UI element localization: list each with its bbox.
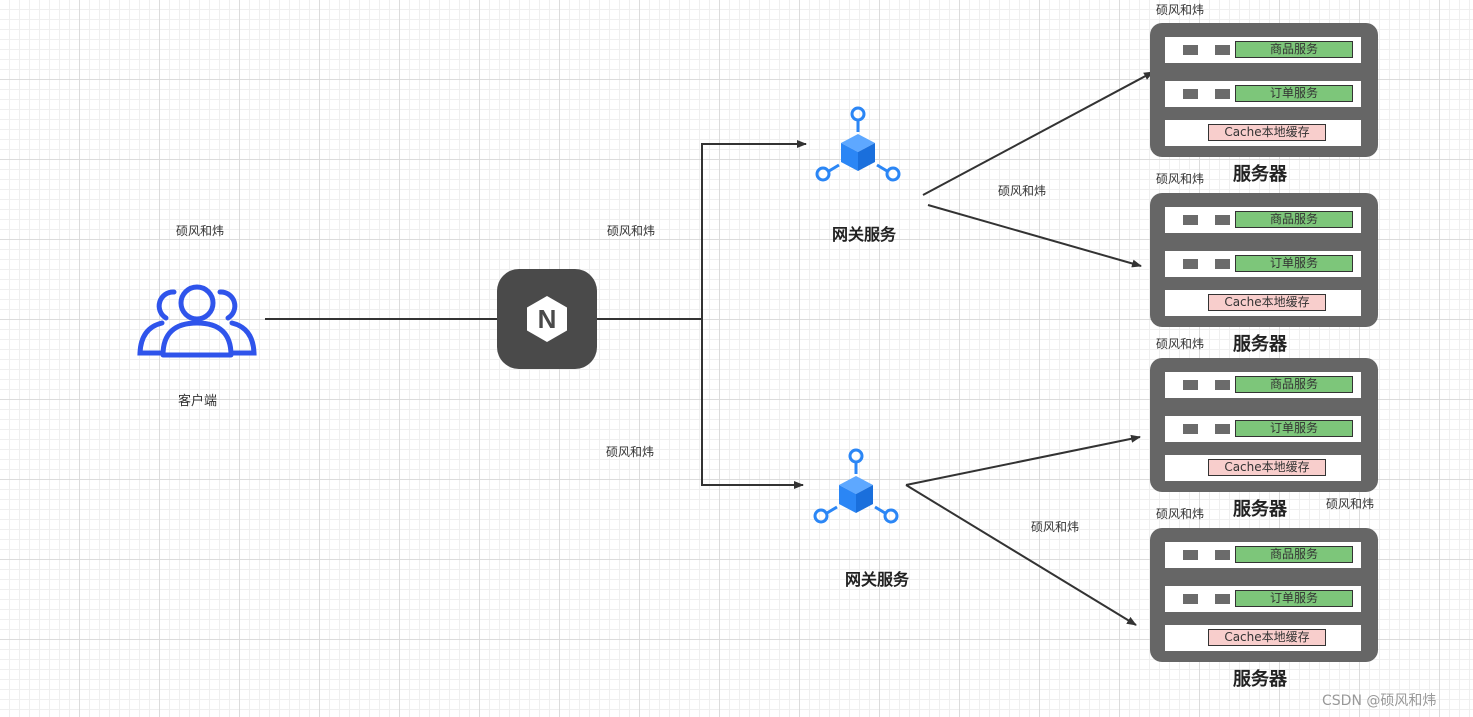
server-title: 服务器 (1233, 669, 1287, 690)
gw1-to-server-2-arrow (927, 204, 1142, 268)
indicator-light (1183, 215, 1198, 225)
product-service-tag: 商品服务 (1235, 211, 1353, 228)
to-gateway-1-arrow (701, 140, 807, 319)
cache-tag: Cache本地缓存 (1208, 124, 1326, 141)
watermark: 硕风和炜 (1156, 507, 1205, 521)
server-title: 服务器 (1233, 334, 1287, 355)
watermark: 硕风和炜 (1326, 497, 1375, 511)
order-service-tag: 订单服务 (1235, 420, 1353, 437)
cache-tag: Cache本地缓存 (1208, 294, 1326, 311)
indicator-light (1183, 259, 1198, 269)
server-rack[interactable]: 商品服务 订单服务 Cache本地缓存 (1150, 23, 1378, 157)
server-rack[interactable]: 商品服务 订单服务 Cache本地缓存 (1150, 528, 1378, 662)
rack-slot: 订单服务 (1165, 416, 1361, 442)
indicator-light (1215, 550, 1230, 560)
watermark: 硕风和炜 (607, 224, 656, 238)
indicator-light (1215, 424, 1230, 434)
gw2-to-server-3-arrow (905, 434, 1141, 486)
rack-slot: Cache本地缓存 (1165, 455, 1361, 481)
indicator-light (1183, 89, 1198, 99)
server-rack[interactable]: 商品服务 订单服务 Cache本地缓存 (1150, 193, 1378, 327)
order-service-tag: 订单服务 (1235, 85, 1353, 102)
indicator-light (1183, 594, 1198, 604)
indicator-light (1215, 89, 1230, 99)
indicator-light (1215, 45, 1230, 55)
rack-slot: Cache本地缓存 (1165, 625, 1361, 651)
watermark: 硕风和炜 (606, 445, 655, 459)
watermark: 硕风和炜 (1156, 337, 1205, 351)
order-service-tag: 订单服务 (1235, 590, 1353, 607)
nginx-node[interactable]: N (497, 269, 597, 369)
product-service-tag: 商品服务 (1235, 546, 1353, 563)
watermark: 硕风和炜 (176, 224, 225, 238)
cache-tag: Cache本地缓存 (1208, 629, 1326, 646)
cache-tag: Cache本地缓存 (1208, 459, 1326, 476)
order-service-tag: 订单服务 (1235, 255, 1353, 272)
to-gateway-2-arrow (701, 319, 804, 489)
rack-slot: Cache本地缓存 (1165, 290, 1361, 316)
watermark: 硕风和炜 (1031, 520, 1080, 534)
indicator-light (1215, 380, 1230, 390)
server-title: 服务器 (1233, 499, 1287, 520)
indicator-light (1215, 594, 1230, 604)
rack-slot: 商品服务 (1165, 207, 1361, 233)
watermark: 硕风和炜 (1156, 3, 1205, 17)
client-label: 客户端 (178, 394, 218, 409)
indicator-light (1183, 380, 1198, 390)
rack-slot: 商品服务 (1165, 372, 1361, 398)
product-service-tag: 商品服务 (1235, 41, 1353, 58)
indicator-light (1183, 45, 1198, 55)
gw2-to-server-4-arrow (905, 484, 1137, 626)
gateway-label: 网关服务 (845, 570, 910, 589)
indicator-light (1215, 215, 1230, 225)
rack-slot: 订单服务 (1165, 251, 1361, 277)
cube-network-icon[interactable] (810, 446, 902, 528)
gw1-to-server-1-arrow (922, 71, 1154, 196)
rack-slot: 商品服务 (1165, 37, 1361, 63)
nginx-letter: N (538, 304, 557, 334)
product-service-tag: 商品服务 (1235, 376, 1353, 393)
cube-network-icon[interactable] (812, 104, 904, 186)
indicator-light (1183, 550, 1198, 560)
server-rack[interactable]: 商品服务 订单服务 Cache本地缓存 (1150, 358, 1378, 492)
rack-slot: 订单服务 (1165, 81, 1361, 107)
users-icon (137, 284, 257, 358)
rack-slot: 商品服务 (1165, 542, 1361, 568)
watermark: 硕风和炜 (1156, 172, 1205, 186)
gateway-label: 网关服务 (832, 225, 897, 244)
footer-credit: CSDN @硕风和炜 (1322, 693, 1437, 709)
rack-slot: Cache本地缓存 (1165, 120, 1361, 146)
server-title: 服务器 (1233, 164, 1287, 185)
nginx-icon: N (527, 296, 567, 342)
watermark: 硕风和炜 (998, 184, 1047, 198)
rack-slot: 订单服务 (1165, 586, 1361, 612)
indicator-light (1215, 259, 1230, 269)
indicator-light (1183, 424, 1198, 434)
